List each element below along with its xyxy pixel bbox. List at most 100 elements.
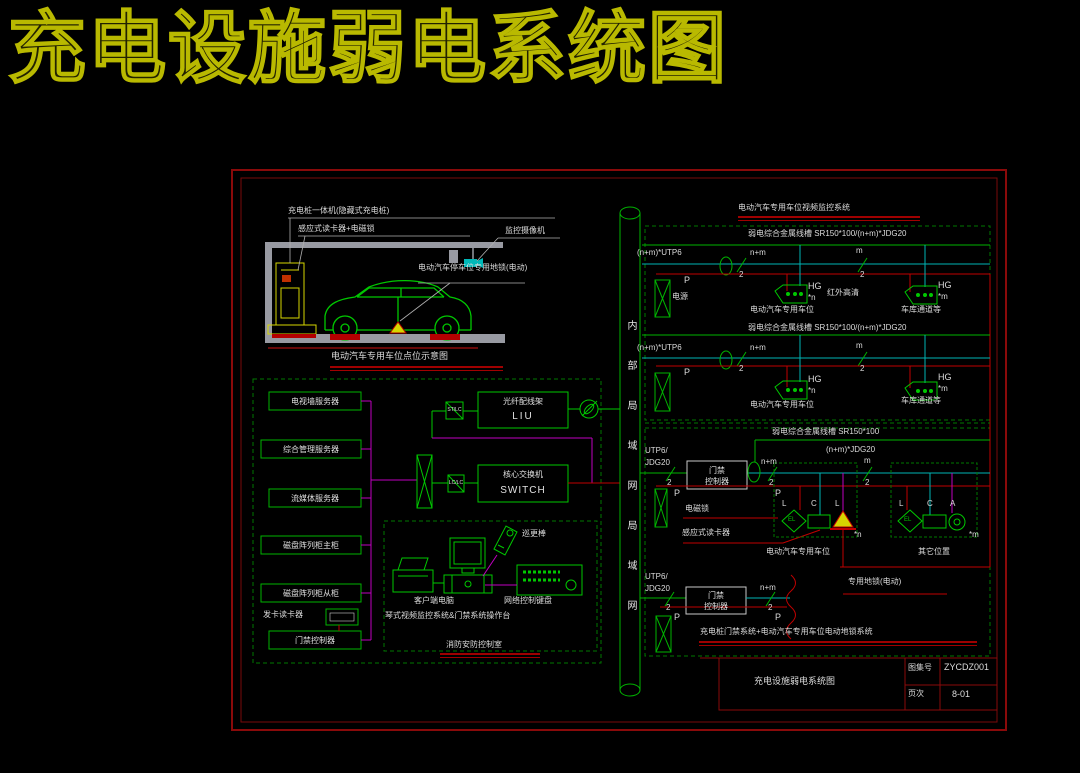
power-panel-symbol [654, 488, 668, 528]
video-row-2 [642, 334, 990, 412]
server-tv-wall: 电视墙服务器 [291, 397, 339, 406]
door-utp-line1: UTP6/ [645, 572, 668, 581]
p-label-r2: P [684, 367, 691, 377]
ground-lock-label: 电动汽车停车位专用地锁(电动) [418, 263, 528, 272]
network-core [416, 391, 620, 509]
door-controller-line1: 门禁 [708, 591, 724, 600]
disk-array-slave: 磁盘阵列柜从柜 [283, 589, 339, 598]
spot2-label-r2: 车库通道等 [901, 396, 941, 405]
liu-name: 光纤配线架 [503, 397, 543, 406]
power-panel-symbol [654, 372, 671, 412]
times-n-r1: *n [808, 293, 816, 302]
patrol-wand-icon [493, 525, 518, 556]
access-controller-line2: 控制器 [705, 477, 729, 486]
access-controller-line1: 门禁 [709, 466, 725, 475]
door-system-title: 充电桩门禁系统+电动汽车专用车位电动地锁系统 [700, 627, 873, 636]
wheel-stop [430, 334, 460, 340]
count-label-r2a: 2 [739, 364, 744, 373]
surveillance-camera-icon [464, 258, 483, 268]
titleblock-sheet-no: ZYCDZ001 [944, 662, 990, 672]
alarm-symbol [948, 513, 966, 531]
control-console [392, 525, 583, 658]
access-spot2-label: 其它位置 [918, 547, 950, 556]
access-nm-label: n+m [761, 457, 777, 466]
reader-symbol [922, 514, 947, 529]
sheet-border [231, 169, 1007, 731]
utp-label-r2: (n+m)*UTP6 [637, 343, 682, 352]
power-label-r1: 电源 [672, 292, 688, 301]
times-m-r1: *m [938, 292, 948, 301]
door-utp-line2: JDG20 [645, 584, 670, 593]
network-keyboard-icon [516, 564, 583, 596]
a-label: A [950, 499, 956, 508]
times-m-r2: *m [938, 384, 948, 393]
access-count-c: 2 [865, 478, 870, 487]
reader-symbol [807, 514, 831, 529]
times-n-r2: *n [808, 386, 816, 395]
access-times-m: *m [969, 530, 979, 539]
reader-lock-label: 感应式读卡器+电磁锁 [298, 224, 375, 233]
hg-label-r2b: HG [938, 372, 952, 382]
switch-connector-label: LC/LC [448, 480, 464, 486]
fiber-coil-icon [579, 399, 599, 419]
wheel-stop [330, 334, 360, 340]
tray-label-r2: 弱电综合金属线槽 SR150*100/(n+m)*JDG20 [748, 323, 907, 332]
access-p-b: P [775, 488, 782, 498]
access-utp-line1: UTP6/ [645, 446, 668, 455]
camera-symbol [904, 381, 938, 401]
nm-label-r2: n+m [750, 343, 766, 352]
door-controller-line2: 控制器 [704, 602, 728, 611]
door-p-a: P [674, 612, 681, 622]
cam-note-r1: 红外高清 [827, 288, 859, 297]
access-spot1-label: 电动汽车专用车位 [766, 547, 830, 556]
server-management: 综合管理服务器 [283, 445, 339, 454]
parking-scene [265, 217, 560, 371]
ground-lock-icon [389, 321, 407, 334]
printer-icon [392, 557, 434, 593]
access-row [640, 422, 990, 595]
count-label-r1b: 2 [860, 270, 865, 279]
liu-code: LIU [512, 411, 534, 422]
el-label-1: EL [788, 517, 796, 523]
m-label-r1: m [856, 246, 863, 255]
spot1-label-r2: 电动汽车专用车位 [750, 400, 814, 409]
utp-label-r1: (n+m)*UTP6 [637, 248, 682, 257]
rack-bus-lines [361, 400, 417, 641]
access-jdg-label: (n+m)*JDG20 [826, 445, 876, 454]
titleblock-drawing-name: 充电设施弱电系统图 [754, 676, 836, 686]
access-controller-box [686, 460, 748, 490]
hg-label-r1b: HG [938, 280, 952, 290]
keyboard-label: 网络控制键盘 [504, 596, 552, 605]
access-reader-label: 感应式读卡器 [682, 528, 730, 537]
c-label-1: C [811, 499, 817, 508]
count-label-r1a: 2 [739, 270, 744, 279]
liu-connector-label: ST/LC [447, 407, 462, 413]
nm-label-r1: n+m [750, 248, 766, 257]
el-lock-symbol [781, 509, 807, 533]
power-panel-symbol [655, 615, 672, 653]
title-block [700, 657, 998, 711]
p-label-r1: P [684, 275, 691, 285]
card-reader-label: 发卡读卡器 [263, 610, 303, 619]
titleblock-page-no: 8-01 [952, 689, 971, 699]
ground-lock-symbol [832, 510, 854, 528]
spot2-label-r1: 车库通道等 [901, 305, 941, 314]
page-title: 充电设施弱电系统图 [7, 4, 729, 92]
access-controller-box [685, 586, 747, 615]
card-reader-device-icon [325, 608, 359, 626]
spot1-label-r1: 电动汽车专用车位 [750, 305, 814, 314]
titleblock-page-label: 页次 [908, 689, 924, 698]
switch-code: SWITCH [500, 485, 546, 496]
video-row-1 [642, 216, 991, 567]
c-label-2: C [927, 499, 933, 508]
lan-riser [619, 206, 641, 697]
camera-symbol [904, 285, 938, 305]
charging-pile-icon [267, 262, 317, 338]
lan-riser-label: 内部局域网局域网 [625, 320, 636, 640]
door-p-b: P [775, 612, 782, 622]
access-count-a: 2 [667, 478, 672, 487]
l-label-3: L [899, 499, 904, 508]
control-room-label: 消防安防控制室 [446, 640, 502, 649]
cabinet-symbol [416, 454, 433, 509]
